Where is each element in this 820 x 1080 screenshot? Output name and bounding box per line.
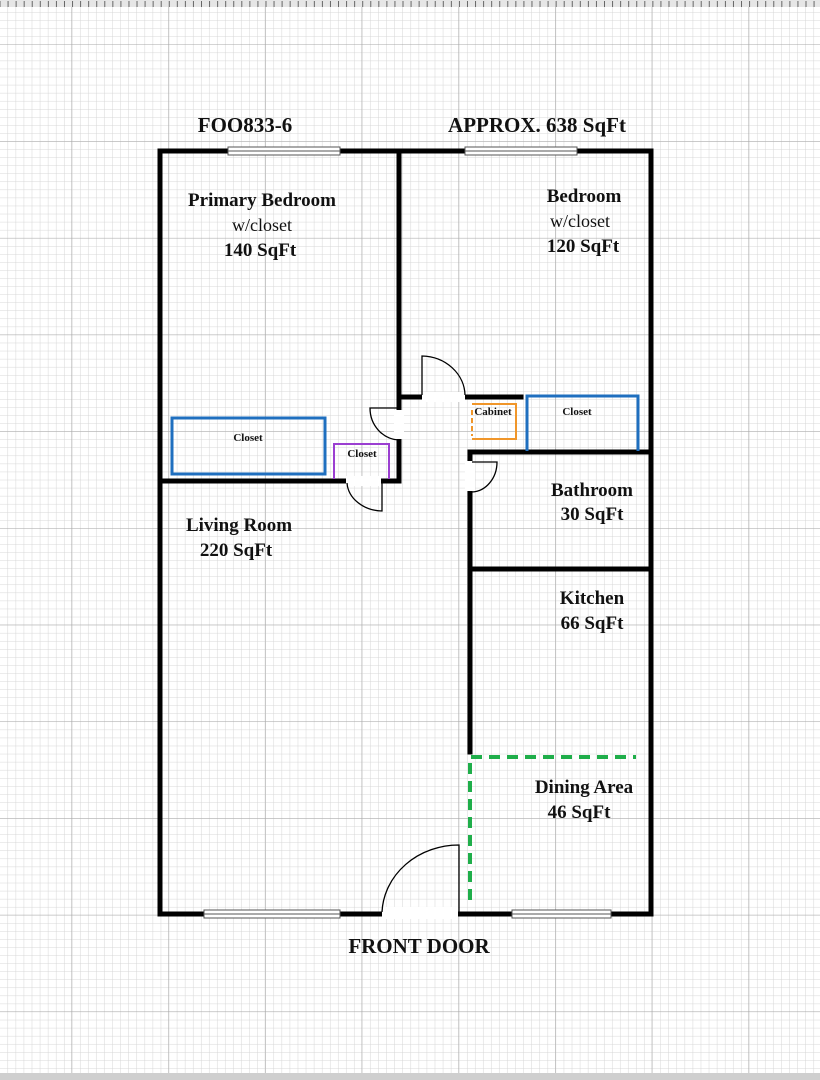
primary-bedroom-name: Primary Bedroom	[188, 190, 336, 211]
total-area: APPROX. 638 SqFt	[448, 113, 626, 137]
primary-closet-outline	[170, 416, 327, 476]
front-door-label: FRONT DOOR	[348, 934, 490, 958]
primary-closet-label: Closet	[233, 432, 263, 444]
hall-closet-label: Closet	[347, 448, 377, 460]
hall-closet-outline	[333, 443, 390, 479]
bathroom-door-swing	[471, 461, 498, 493]
ruler-ticks	[0, 1, 815, 7]
bathroom-name: Bathroom	[551, 480, 633, 501]
front-door-swing	[381, 844, 460, 913]
primary-bedroom-door-swing	[369, 407, 400, 441]
cabinet-label: Cabinet	[474, 406, 512, 418]
bedroom-name: Bedroom	[547, 186, 622, 207]
bathroom-area: 30 SqFt	[561, 504, 624, 525]
bedroom-area: 120 SqFt	[547, 236, 620, 257]
bottom-bar	[0, 1073, 820, 1080]
cabinet-outline	[472, 403, 517, 440]
bedroom-closet-outline	[525, 394, 640, 451]
hall-closet-door-swing	[346, 482, 383, 512]
bedroom-door-swing	[421, 355, 466, 396]
plan-id: FOO833-6	[198, 113, 293, 137]
primary-bedroom-note: w/closet	[232, 215, 292, 235]
windows	[203, 146, 612, 919]
living-room-area: 220 SqFt	[200, 540, 273, 561]
top-ruler	[0, 0, 820, 7]
living-room-name: Living Room	[186, 515, 292, 536]
kitchen-area: 66 SqFt	[561, 613, 624, 634]
dining-area-area: 46 SqFt	[548, 802, 611, 823]
primary-bedroom-area: 140 SqFt	[224, 240, 297, 261]
doors	[346, 355, 498, 919]
kitchen-name: Kitchen	[560, 588, 625, 609]
bedroom-note: w/closet	[550, 211, 610, 231]
bedroom-closet-label: Closet	[562, 406, 592, 418]
dining-area-boundary	[468, 755, 636, 900]
dining-area-name: Dining Area	[535, 777, 634, 798]
